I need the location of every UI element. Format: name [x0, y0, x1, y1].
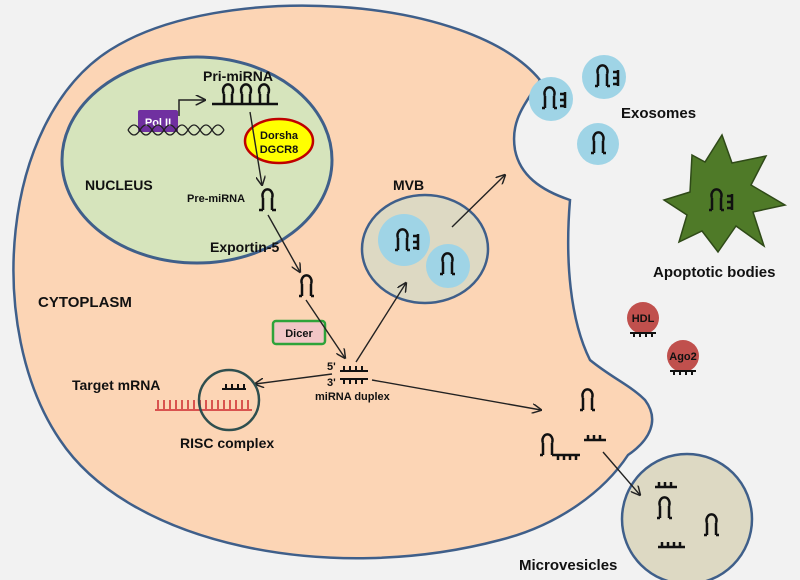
apoptotic-body — [662, 133, 788, 254]
pre-mirna-icon — [259, 188, 276, 212]
transcription-arrow — [178, 100, 205, 116]
duplex-to-risc-arrow — [255, 373, 333, 384]
duplex-to-mvb-arrow — [355, 283, 406, 363]
apoptotic-mirna-icon — [709, 188, 734, 212]
hdl-label: HDL — [632, 313, 655, 325]
microvesicles-label: Microvesicles — [519, 557, 617, 574]
microvesicle-mirna-icons — [655, 482, 719, 549]
five-prime-label: 5' — [327, 361, 336, 373]
exosome-3 — [577, 123, 619, 165]
hdl-particle — [627, 302, 659, 334]
mvb-to-exosome-arrow — [451, 175, 505, 228]
nucleus-label: NUCLEUS — [85, 177, 153, 193]
dgcr8-label: DGCR8 — [260, 144, 299, 156]
mirna-duplex-icon — [340, 366, 368, 384]
drosha-complex — [243, 117, 315, 165]
dicer-label: Dicer — [285, 328, 313, 340]
risc-bound-mirna-icon — [222, 384, 246, 390]
ago2-protein — [667, 340, 699, 372]
three-prime-label: 3' — [327, 377, 336, 389]
ago2-label: Ago2 — [669, 351, 697, 363]
pol2-label: Pol II — [145, 117, 171, 129]
bleb-to-microvesicle-arrow — [602, 451, 640, 495]
exportin-label: Exportin-5 — [210, 239, 279, 255]
drosha-label: Dorsha — [260, 130, 299, 142]
pol2-box — [138, 110, 178, 132]
dna-helix — [127, 124, 225, 136]
nucleus — [60, 55, 334, 265]
export-arrow — [267, 214, 300, 272]
microvesicle — [620, 452, 754, 580]
pri-mirna-icon — [212, 83, 278, 106]
pri-mirna-label: Pri-miRNA — [203, 68, 273, 84]
mvb-mirna-icons — [395, 228, 455, 276]
exosome-2 — [582, 55, 626, 99]
apoptotic-label: Apoptotic bodies — [653, 264, 776, 281]
mvb-vesicle-1 — [378, 214, 430, 266]
cytoplasm-label: CYTOPLASM — [38, 294, 132, 311]
duplex-label: miRNA duplex — [315, 391, 391, 403]
duplex-to-microvesicle-arrow — [371, 379, 541, 410]
mvb-vesicle-2 — [426, 244, 470, 288]
bound-mirna-icons — [630, 332, 696, 375]
cytoplasmic-pre-mirna-icon — [299, 274, 314, 298]
dicer-arrow — [305, 299, 345, 358]
risc-complex — [197, 368, 261, 432]
risc-label: RISC complex — [180, 435, 274, 451]
bleb-mirna-icons — [540, 388, 606, 460]
target-mrna-label: Target mRNA — [72, 377, 160, 393]
exosome-mirna-icons — [542, 64, 620, 155]
mvb-label: MVB — [393, 177, 424, 193]
drosha-arrow — [249, 111, 262, 185]
target-mrna-icon — [155, 400, 252, 411]
pre-mirna-label: Pre-miRNA — [187, 193, 245, 205]
exosomes-label: Exosomes — [621, 105, 696, 122]
dicer-box — [271, 319, 327, 346]
exosome-1 — [529, 77, 573, 121]
